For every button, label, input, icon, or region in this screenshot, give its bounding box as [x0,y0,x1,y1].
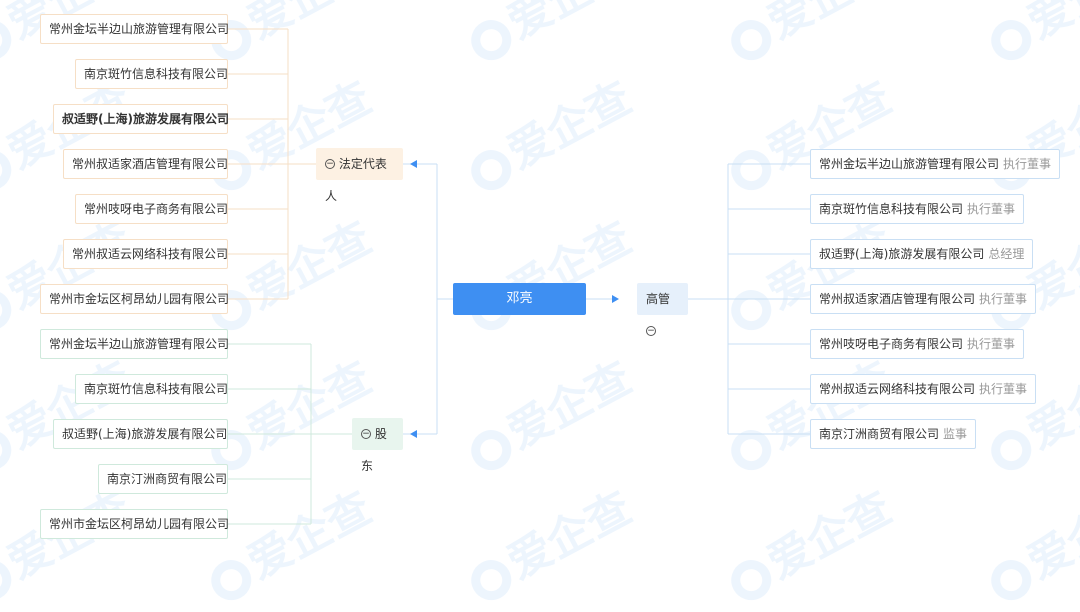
watermark-logo-icon [204,553,259,608]
company-name: 南京斑竹信息科技有限公司 [84,67,229,81]
arrow-head [612,295,619,303]
company-name: 南京斑竹信息科技有限公司 [84,382,229,396]
legal-rep-company-node[interactable]: 常州金坛半边山旅游管理有限公司 [40,14,230,44]
collapse-icon[interactable]: − [325,158,335,169]
category-executive[interactable]: 高管 − [637,283,688,336]
shareholder-company-node[interactable]: 南京汀洲商贸有限公司 [98,464,228,494]
legal-rep-company-node[interactable]: 南京斑竹信息科技有限公司 [75,59,228,89]
legal-rep-company-node[interactable]: 常州吱呀电子商务有限公司 [75,194,228,224]
arrow-head [410,160,417,168]
watermark-logo-icon [724,553,779,608]
executive-company-node[interactable]: 南京汀洲商贸有限公司监事 [810,419,977,449]
watermark-logo-icon [984,553,1039,608]
legal-rep-company-node[interactable]: 常州市金坛区柯昂幼儿园有限公司 [40,284,230,314]
legal-rep-company-node[interactable]: 常州叔适云网络科技有限公司 [63,239,228,269]
collapse-icon[interactable]: − [646,325,656,336]
executive-company-node[interactable]: 叔适野(上海)旅游发展有限公司总经理 [810,239,1034,269]
category-executive-label: 高管 [646,292,671,306]
company-name: 常州市金坛区柯昂幼儿园有限公司 [49,292,230,306]
company-name: 常州金坛半边山旅游管理有限公司 [49,22,230,36]
category-shareholder-label: 股东 [361,427,387,473]
executive-company-node[interactable]: 常州叔适家酒店管理有限公司执行董事 [810,284,1037,314]
role-label: 执行董事 [967,202,1016,216]
company-name: 南京斑竹信息科技有限公司 [819,202,964,216]
shareholder-company-node[interactable]: 叔适野(上海)旅游发展有限公司 [53,419,228,449]
collapse-icon[interactable]: − [361,428,371,439]
company-name: 常州金坛半边山旅游管理有限公司 [49,337,230,351]
shareholder-company-node[interactable]: 南京斑竹信息科技有限公司 [75,374,228,404]
company-name: 叔适野(上海)旅游发展有限公司 [62,427,228,441]
category-legal-rep[interactable]: − 法定代表人 [316,148,403,203]
company-name: 常州叔适云网络科技有限公司 [819,382,976,396]
company-name: 常州市金坛区柯昂幼儿园有限公司 [49,517,230,531]
arrow-head [410,430,417,438]
category-legal-rep-label: 法定代表人 [325,157,387,203]
company-name: 南京汀洲商贸有限公司 [107,472,228,486]
legal-rep-company-node[interactable]: 常州叔适家酒店管理有限公司 [63,149,228,179]
shareholder-company-node[interactable]: 常州金坛半边山旅游管理有限公司 [40,329,230,359]
company-name: 南京汀洲商贸有限公司 [819,427,940,441]
role-label: 执行董事 [979,382,1028,396]
legal-rep-company-node[interactable]: 叔适野(上海)旅游发展有限公司 [53,104,229,134]
role-label: 总经理 [988,247,1025,261]
company-name: 常州金坛半边山旅游管理有限公司 [819,157,1000,171]
executive-company-node[interactable]: 南京斑竹信息科技有限公司执行董事 [810,194,1025,224]
connector-lines [228,28,810,525]
company-name: 叔适野(上海)旅游发展有限公司 [62,112,229,126]
company-name: 叔适野(上海)旅游发展有限公司 [819,247,985,261]
category-shareholder[interactable]: − 股东 [352,418,403,473]
role-label: 执行董事 [1003,157,1052,171]
shareholder-company-node[interactable]: 常州市金坛区柯昂幼儿园有限公司 [40,509,230,539]
watermark-logo-icon [464,553,519,608]
executive-company-node[interactable]: 常州吱呀电子商务有限公司执行董事 [810,329,1025,359]
executive-company-node[interactable]: 常州金坛半边山旅游管理有限公司执行董事 [810,149,1061,179]
company-name: 常州吱呀电子商务有限公司 [84,202,229,216]
company-name: 常州叔适家酒店管理有限公司 [72,157,229,171]
role-label: 监事 [943,427,968,441]
company-name: 常州吱呀电子商务有限公司 [819,337,964,351]
role-label: 执行董事 [967,337,1016,351]
executive-company-node[interactable]: 常州叔适云网络科技有限公司执行董事 [810,374,1037,404]
center-person-node[interactable]: 邓亮 [453,283,586,315]
watermark-logo-icon [0,553,19,608]
role-label: 执行董事 [979,292,1028,306]
company-name: 常州叔适家酒店管理有限公司 [819,292,976,306]
company-name: 常州叔适云网络科技有限公司 [72,247,229,261]
